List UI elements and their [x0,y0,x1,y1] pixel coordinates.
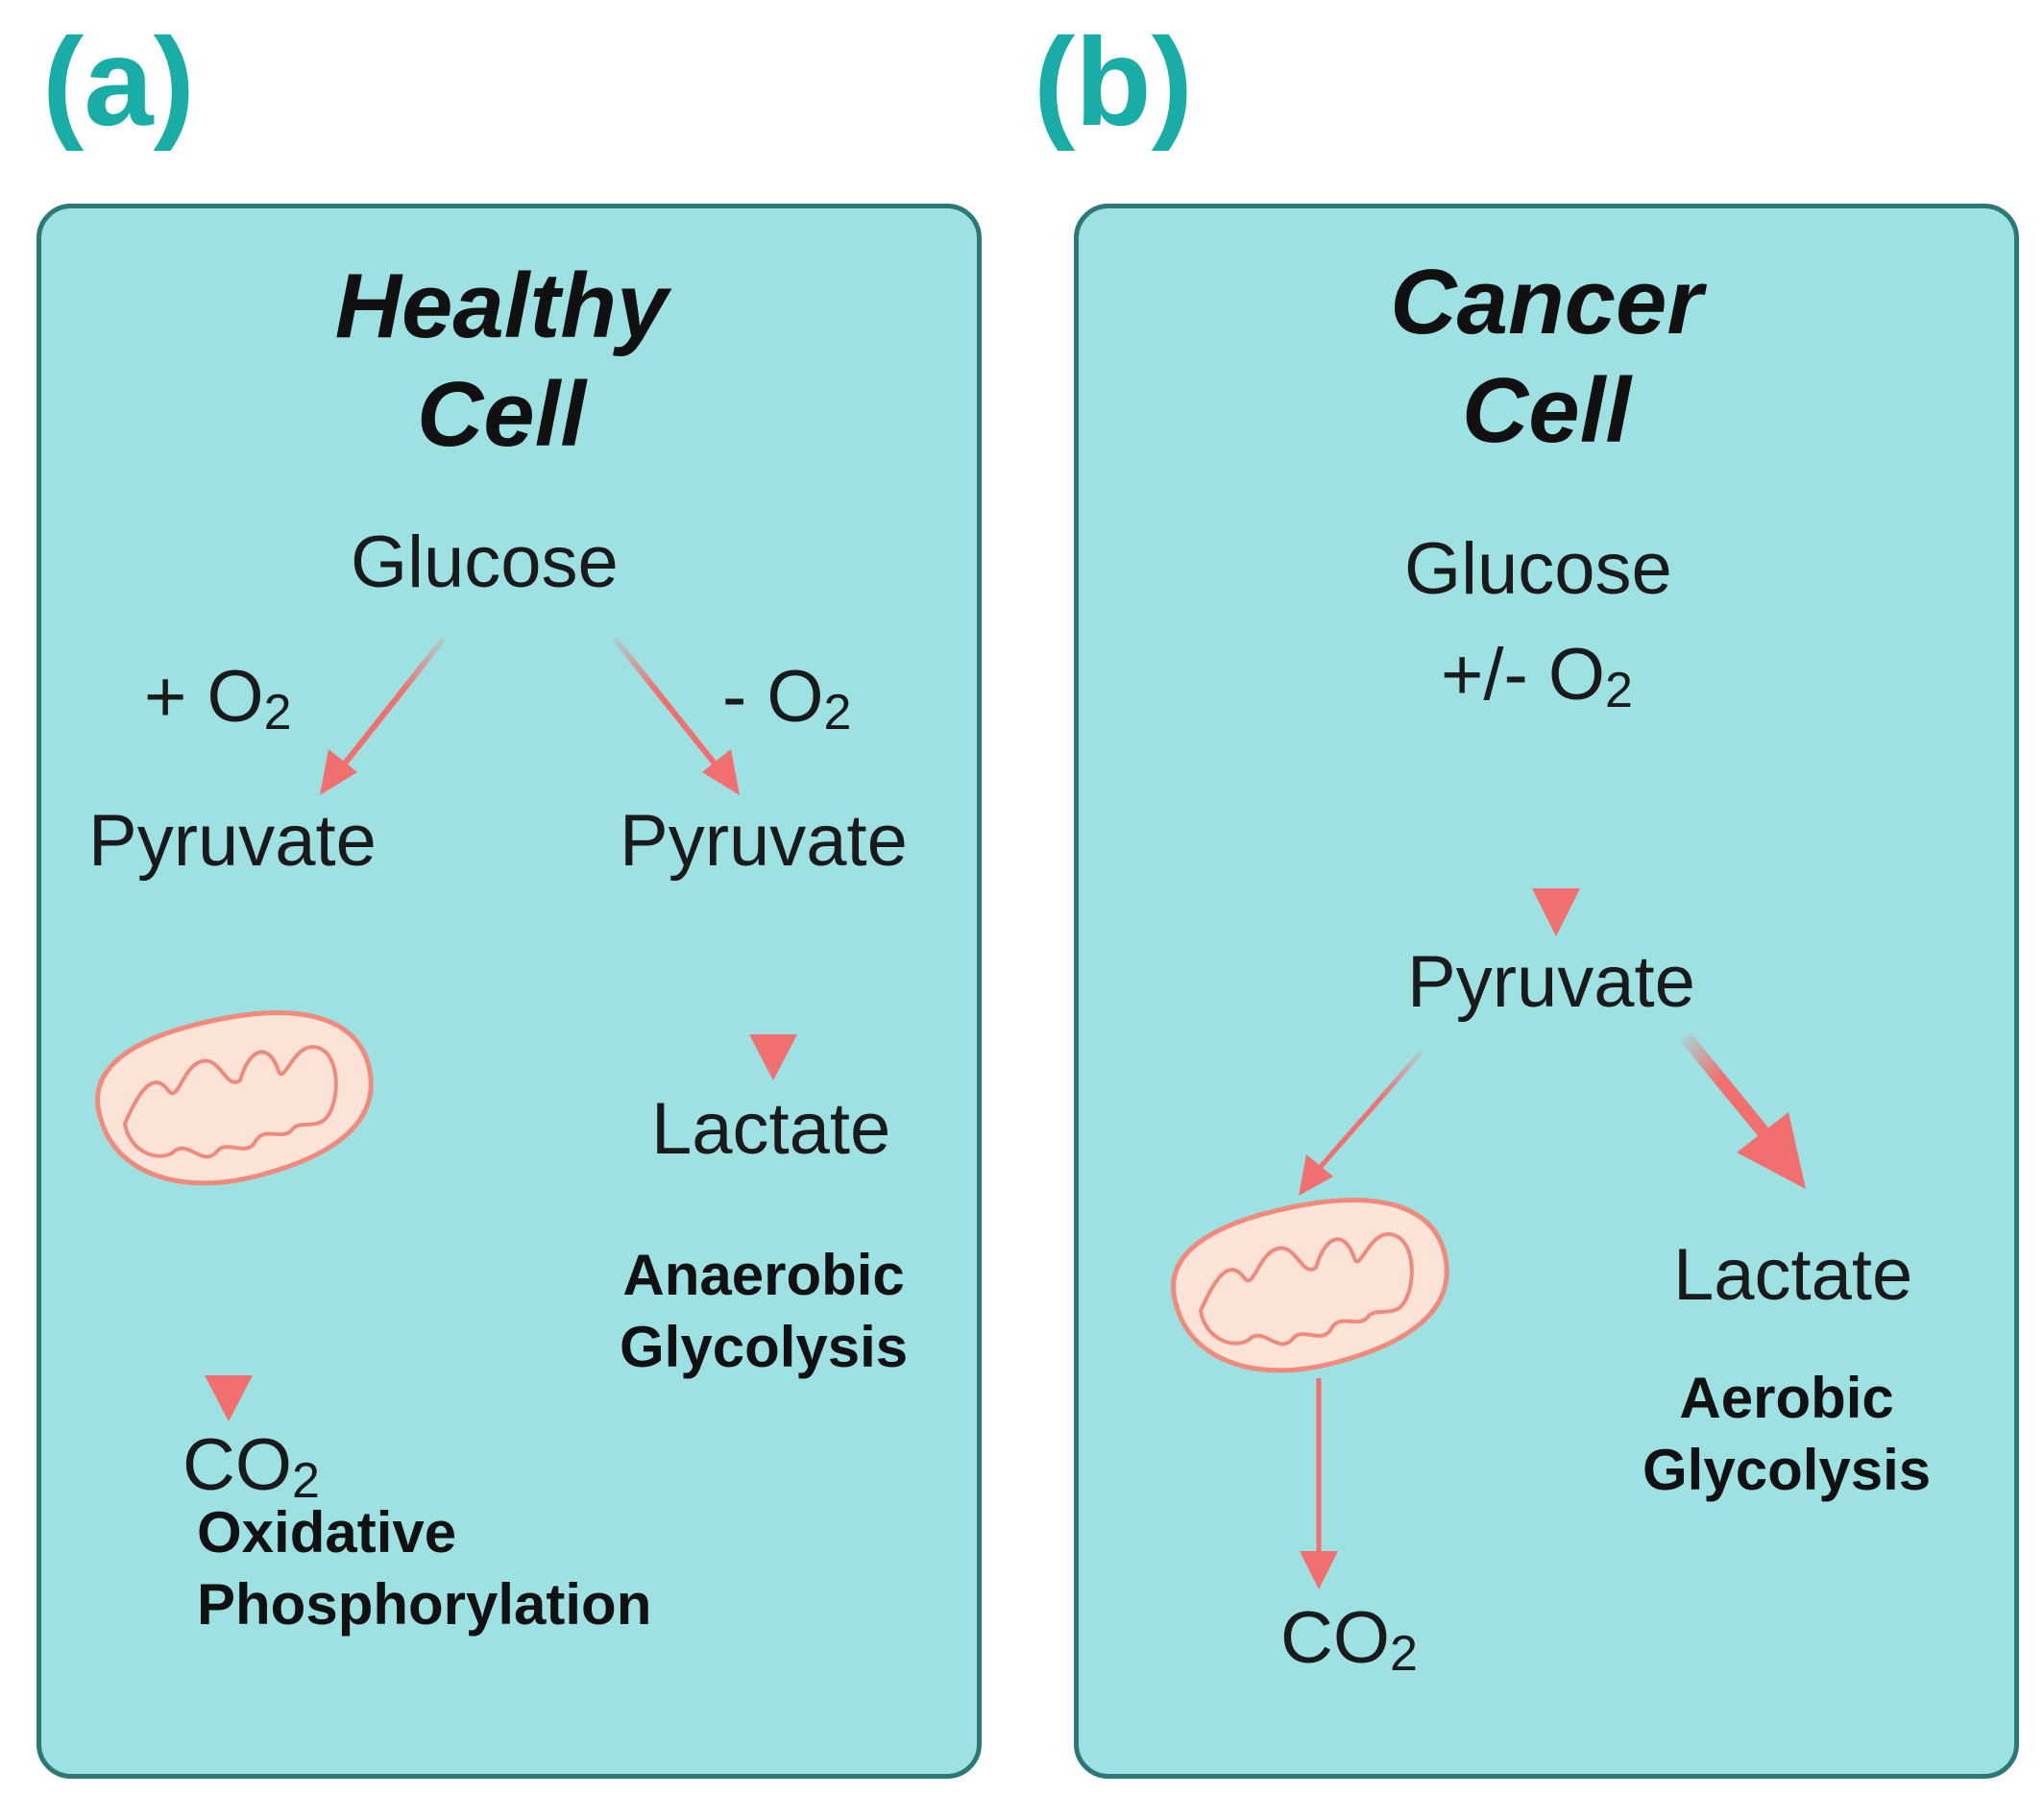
process-line: Oxidative [197,1500,457,1565]
panel-label-a: (a) [42,12,195,152]
glucose-label: Glucose [351,522,619,603]
arrow-icon [205,1215,253,1421]
subscript: 2 [292,1452,320,1509]
pyruvate-left-label: Pyruvate [88,800,377,882]
lactate-label: Lactate [651,1088,891,1170]
aerobic-glycolysis-label: Aerobic Glycolysis [1642,1362,1931,1506]
process-line: Aerobic [1679,1366,1894,1430]
title-line: Cancer [1390,251,1703,353]
arrow-icon [749,869,797,1080]
plus-o2-text: + O [144,656,264,738]
mitochondrion-icon [98,1013,372,1183]
title-line: Healthy [334,255,669,357]
title-line: Cell [1461,359,1632,463]
process-line: Glycolysis [1642,1438,1932,1502]
process-line: Phosphorylation [197,1572,652,1637]
process-line: Glycolysis [620,1315,909,1379]
minus-o2-text: - O [722,656,824,738]
minus-o2-label: - O2 [722,661,851,738]
co2-text: CO [1280,1597,1390,1679]
arrow-icon [1680,1032,1806,1189]
pyruvate-label: Pyruvate [1407,941,1695,1023]
co2-text: CO [182,1424,292,1506]
subscript: 2 [263,684,292,740]
subscript: 2 [823,684,852,740]
anaerobic-glycolysis-label: Anaerobic Glycolysis [620,1239,908,1383]
cancer-cell-panel [1074,204,2019,1779]
subscript: 2 [1605,662,1633,718]
healthy-cell-panel [36,204,982,1779]
healthy-cell-title: Healthy Cell [213,252,790,470]
arrow-icon [320,637,447,795]
mitochondrion-icon [1174,1201,1448,1371]
oxidative-phosphorylation-label: Oxidative Phosphorylation [197,1496,651,1640]
co2-label: CO2 [182,1429,320,1506]
process-line: Anaerobic [622,1243,905,1307]
pyruvate-right-label: Pyruvate [620,800,908,882]
title-line: Cell [416,363,587,467]
lactate-label: Lactate [1673,1234,1913,1316]
arrow-icon [1300,1378,1338,1589]
subscript: 2 [1390,1625,1418,1682]
co2-label: CO2 [1280,1602,1418,1679]
arrow-icon [1299,1050,1424,1196]
panel-label-b: (b) [1034,12,1193,152]
plus-minus-o2-text: +/- O [1441,634,1606,716]
arrow-icon [612,637,740,795]
arrow-icon [1532,720,1580,936]
plus-o2-label: + O2 [144,661,292,738]
cancer-cell-title: Cancer Cell [1258,248,1835,466]
plus-minus-o2-label: +/- O2 [1441,639,1633,716]
glucose-label: Glucose [1404,528,1672,610]
